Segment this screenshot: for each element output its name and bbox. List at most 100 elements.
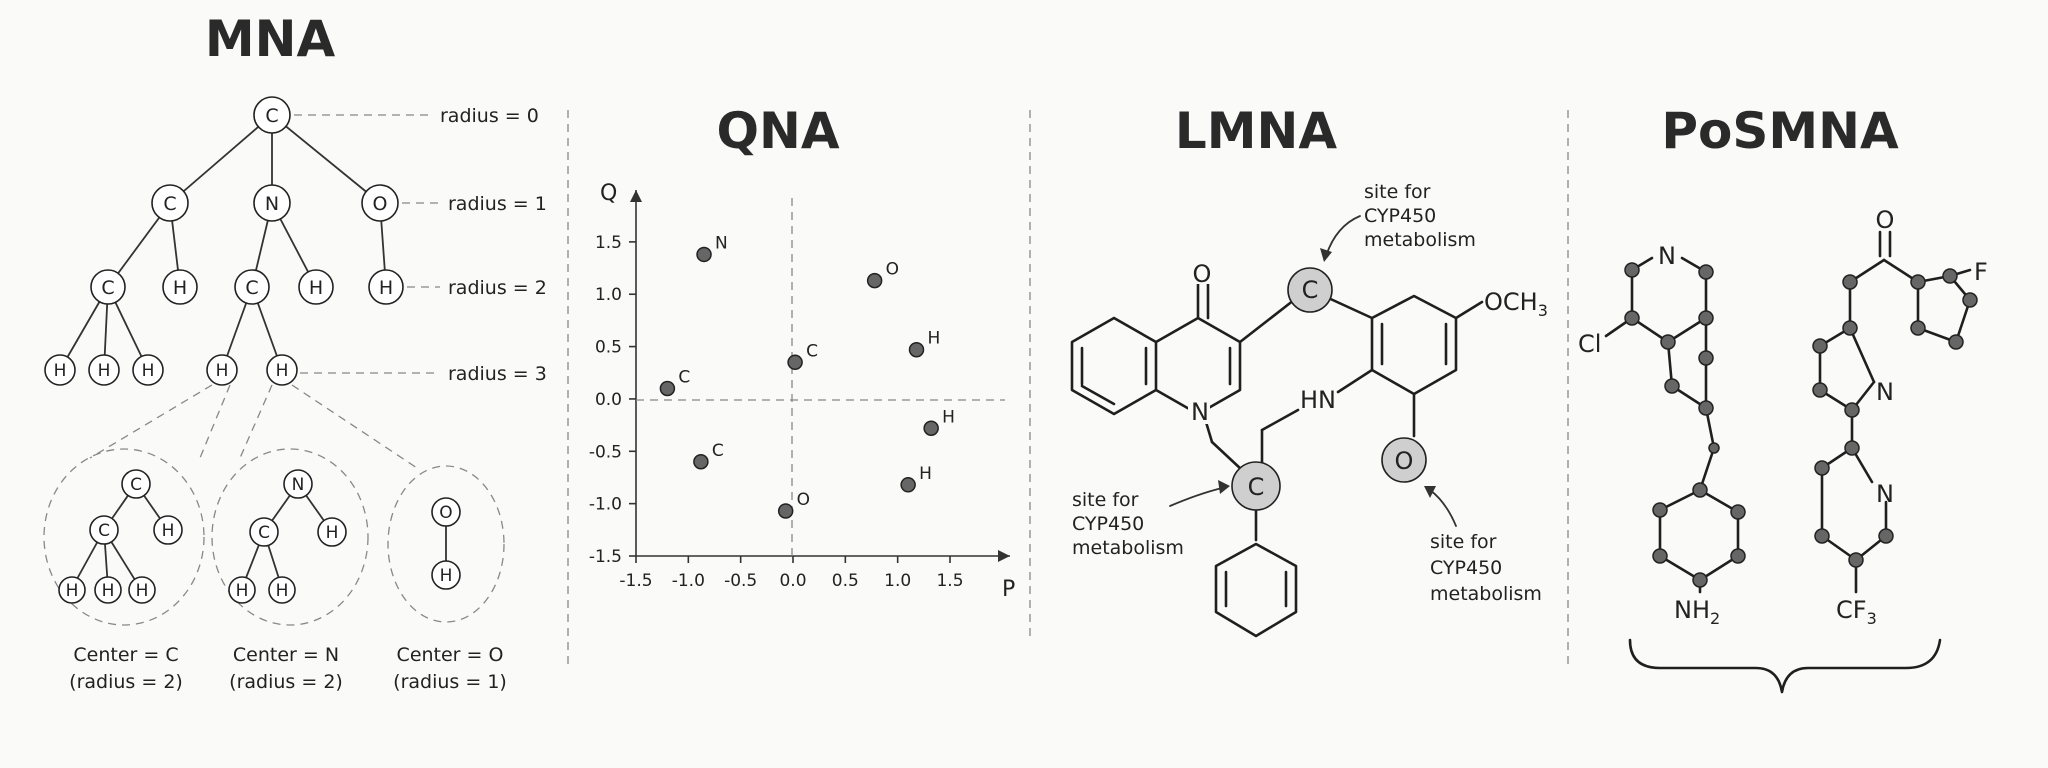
y-axis-label: Q (600, 181, 617, 206)
atom-label: C (130, 475, 142, 495)
point-label: C (806, 341, 818, 361)
x-tick-label: -0.5 (724, 571, 757, 591)
site-annotation-left: site for CYP450 metabolism (1072, 480, 1230, 559)
atom-label: H (379, 277, 393, 299)
atom-label: H (102, 581, 115, 601)
fragment-caption-radius: (radius = 1) (393, 671, 507, 693)
x-ticks: -1.5 -1.0 -0.5 0.0 0.5 1.0 1.5 (619, 556, 964, 591)
x-axis-label: P (1002, 577, 1015, 602)
lmna-site-c-top: C (1287, 267, 1333, 313)
y-tick-label: -1.0 (589, 495, 622, 515)
annotation-line: CYP450 (1072, 513, 1144, 535)
atom-label: H (98, 361, 111, 381)
x-tick-label: 0.0 (779, 571, 806, 591)
atom-label: H (440, 566, 453, 586)
scatter-point (908, 341, 925, 358)
point-label: C (712, 441, 724, 461)
scatter-point (787, 354, 803, 371)
point-label: H (942, 407, 955, 427)
lmna-site-o: O (1381, 437, 1427, 483)
fragment-caption-center: Center = O (397, 644, 504, 666)
mna-tree-level1: C N O (151, 184, 399, 222)
atom-label: H (326, 523, 339, 543)
ring-nitrogen: N (1876, 378, 1894, 406)
x-tick-label: -1.5 (619, 571, 652, 591)
trifluoromethyl-label: CF3 (1836, 596, 1877, 628)
posmna-title: PoSMNA (1661, 102, 1899, 160)
atom-label: O (439, 503, 452, 523)
atom-label: C (265, 105, 278, 127)
atom-label: H (54, 361, 67, 381)
scatter-point (923, 420, 939, 437)
atom-label: H (173, 277, 187, 299)
fragment-caption-radius: (radius = 2) (69, 671, 183, 693)
mna-tree-root: C (253, 96, 291, 134)
atom-label: H (309, 277, 323, 299)
annotation-line: site for (1072, 489, 1139, 511)
posmna-panel: PoSMNA (1578, 102, 1988, 694)
scatter-point (777, 503, 794, 519)
scatter-point (693, 454, 709, 470)
atom-label: H (216, 361, 229, 381)
atom-label: H (162, 521, 175, 541)
atom-label: N (292, 475, 305, 495)
x-tick-label: 0.5 (832, 571, 859, 591)
atom-label: C (1248, 473, 1265, 501)
radius-label-3: radius = 3 (448, 363, 547, 385)
amine-label: NH2 (1674, 596, 1720, 628)
atom-label: C (98, 521, 110, 541)
fragment-caption-radius: (radius = 2) (229, 671, 343, 693)
x-tick-label: 1.0 (884, 571, 911, 591)
point-label: N (715, 233, 728, 253)
mna-radius-guides: radius = 0 radius = 1 radius = 2 radius … (294, 105, 547, 385)
atom-label: H (66, 581, 79, 601)
site-annotation-right: site for CYP450 metabolism (1424, 486, 1542, 605)
atom-label: O (373, 193, 388, 215)
mna-tree-edges (59, 114, 387, 371)
point-label: O (886, 260, 899, 280)
scatter-point (900, 477, 916, 493)
annotation-line: site for (1430, 531, 1497, 553)
annotation-line: metabolism (1072, 537, 1184, 559)
pyridazine-nitrogen: N (1658, 242, 1676, 270)
radius-label-0: radius = 0 (440, 105, 539, 127)
atom-label: H (236, 581, 249, 601)
lmna-title: LMNA (1175, 102, 1337, 160)
annotation-line: CYP450 (1364, 205, 1436, 227)
atom-label: C (258, 523, 270, 543)
atom-label: H (276, 361, 289, 381)
y-ticks: 1.51.00.50.0-0.5-1.0-1.5 (589, 233, 636, 567)
scatter-point (659, 380, 676, 397)
carbonyl-oxygen: O (1193, 260, 1212, 288)
mna-tree-level2: C H C H H (90, 269, 404, 305)
fragment-caption-center: Center = C (73, 644, 178, 666)
point-label: O (797, 490, 810, 510)
atom-label: C (101, 277, 114, 299)
fragment-caption-center: Center = N (233, 644, 339, 666)
point-label: C (678, 367, 690, 387)
y-axis-arrow (630, 190, 642, 202)
x-tick-label: -1.0 (672, 571, 705, 591)
atom-label: C (245, 277, 258, 299)
mna-fragment-n: N C H H H Center = N (radius = 2) (211, 448, 369, 693)
y-tick-label: 1.0 (595, 285, 622, 305)
y-tick-label: 0.0 (595, 390, 622, 410)
annotation-line: metabolism (1430, 583, 1542, 605)
y-tick-label: -1.5 (589, 547, 622, 567)
atom-label: H (142, 361, 155, 381)
qna-scatter-chart: P Q -1.5 -1.0 -0.5 0.0 0.5 1.0 1.5 1.5 1.0 0.5 0.… (589, 181, 1015, 602)
mna-tree-level3: H H H H H (44, 354, 298, 386)
x-tick-label: 1.5 (936, 571, 963, 591)
x-axis-arrow (998, 550, 1010, 562)
y-tick-label: 1.5 (595, 233, 622, 253)
radius-label-2: radius = 2 (448, 277, 547, 299)
y-tick-label: -0.5 (589, 442, 622, 462)
atom-label: N (265, 193, 279, 215)
atom-label: H (136, 581, 149, 601)
atom-label: C (163, 193, 176, 215)
atom-label: H (276, 581, 289, 601)
lmna-panel: LMNA (1070, 102, 1548, 638)
